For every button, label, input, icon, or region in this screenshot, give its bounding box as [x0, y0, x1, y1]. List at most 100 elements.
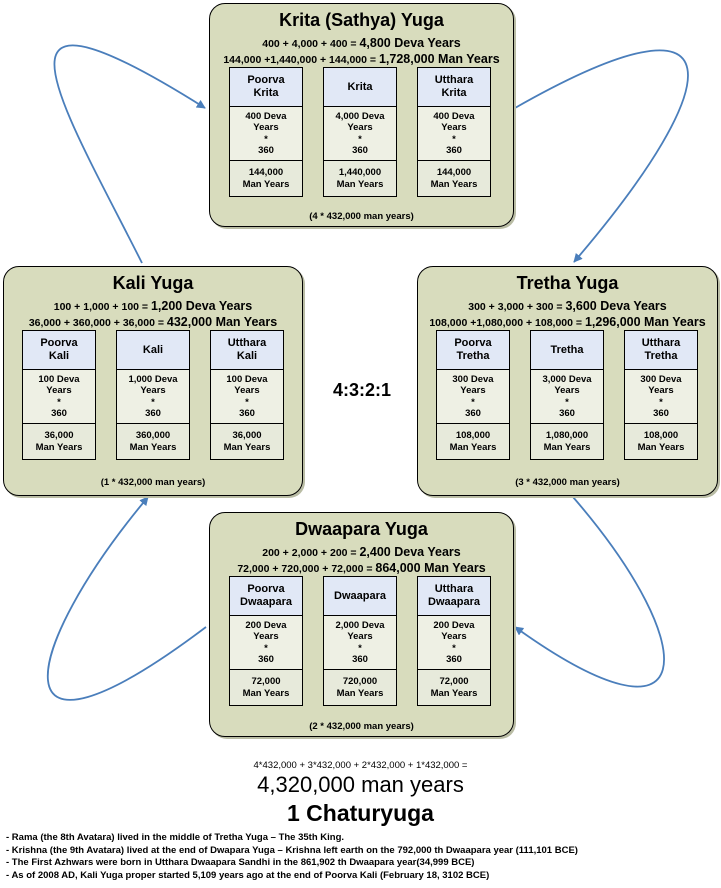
yuga-box-tretha: Tretha Yuga 300 + 3,000 + 300 = 3,600 De…	[417, 266, 718, 496]
sub-period-name: Utthara Krita	[418, 68, 490, 107]
man-total: 432,000 Man Years	[166, 315, 278, 329]
sub-period-deva: 400 Deva Years*360	[230, 107, 302, 161]
man-formula: 144,000 +1,440,000 + 144,000 =	[223, 54, 379, 66]
sub-period-man-years: 144,000 Man Years	[230, 161, 302, 196]
multiply-sign: *	[264, 642, 268, 654]
note-rama: - Rama (the 8th Avatara) lived in the mi…	[6, 832, 345, 843]
deva-formula: 200 + 2,000 + 200 =	[262, 547, 360, 559]
sub-period-man-years: 1,440,000 Man Years	[324, 161, 396, 196]
multiply-sign: *	[471, 396, 475, 408]
sub-period-man-years: 36,000 Man Years	[211, 424, 283, 459]
deva-total: 1,200 Deva Years	[150, 299, 253, 313]
multiply-sign: *	[358, 642, 362, 654]
sub-period-name: Poorva Krita	[230, 68, 302, 107]
deva-years: 300 Deva Years	[452, 373, 494, 397]
man-years-line: 108,000 +1,080,000 + 108,000 = 1,296,000…	[418, 315, 717, 329]
sub-period-deva: 400 Deva Years*360	[418, 107, 490, 161]
deva-years: 100 Deva Years	[226, 373, 268, 397]
multiply-sign: *	[264, 133, 268, 145]
deva-years: 4,000 Deva Years	[335, 110, 385, 134]
yuga-title: Kali Yuga	[112, 273, 194, 293]
sub-period-deva: 300 Deva Years*360	[437, 370, 509, 424]
sub-period-man-years: 108,000 Man Years	[625, 424, 697, 459]
yuga-title: Krita (Sathya) Yuga	[279, 10, 444, 30]
sub-period-deva: 3,000 Deva Years*360	[531, 370, 603, 424]
man-formula: 72,000 + 720,000 + 72,000 =	[237, 563, 376, 575]
deva-years: 300 Deva Years	[640, 373, 682, 397]
sub-period-man-years: 720,000 Man Years	[324, 670, 396, 705]
yuga-box-kali: Kali Yuga 100 + 1,000 + 100 = 1,200 Deva…	[3, 266, 303, 496]
man-formula: 108,000 +1,080,000 + 108,000 =	[429, 317, 585, 329]
note-kali-start: - As of 2008 AD, Kali Yuga proper starte…	[6, 869, 490, 881]
deva-formula: 400 + 4,000 + 400 =	[262, 38, 360, 50]
arrow-kali-to-krita	[53, 44, 206, 264]
multiply-sign: *	[151, 396, 155, 408]
deva-factor: 360	[559, 408, 575, 419]
summary-chaturyuga: 1 Chaturyuga	[287, 800, 434, 826]
multiply-sign: *	[659, 396, 663, 408]
deva-factor: 360	[51, 408, 67, 419]
multiply-sign: *	[57, 396, 61, 408]
deva-factor: 360	[239, 408, 255, 419]
sub-period-deva: 200 Deva Years*360	[418, 616, 490, 670]
deva-factor: 360	[352, 654, 368, 665]
yuga-footer: (1 * 432,000 man years)	[100, 477, 206, 488]
multiply-sign: *	[245, 396, 249, 408]
sub-period-name: Dwaapara	[324, 577, 396, 616]
sub-period-name: Poorva Kali	[23, 331, 95, 370]
sub-period-man-years: 144,000 Man Years	[418, 161, 490, 196]
deva-years: 200 Deva Years	[245, 619, 287, 643]
deva-factor: 360	[446, 145, 462, 156]
man-years-line: 144,000 +1,440,000 + 144,000 = 1,728,000…	[210, 52, 513, 66]
arrow-dwaapara-to-kali	[46, 496, 207, 701]
deva-years: 400 Deva Years	[245, 110, 287, 134]
note-azhwars: - The First Azhwars were born in Utthara…	[6, 857, 475, 868]
deva-formula: 100 + 1,000 + 100 =	[53, 301, 151, 313]
deva-factor: 360	[465, 408, 481, 419]
sub-period-deva: 4,000 Deva Years*360	[324, 107, 396, 161]
sub-period-name: Kali	[117, 331, 189, 370]
deva-years-line: 200 + 2,000 + 200 = 2,400 Deva Years	[210, 545, 513, 559]
yuga-footer: (4 * 432,000 man years)	[309, 211, 414, 222]
man-total: 1,728,000 Man Years	[378, 52, 500, 66]
yuga-box-dwaapara: Dwaapara Yuga 200 + 2,000 + 200 = 2,400 …	[209, 512, 514, 737]
sub-period-man-years: 72,000 Man Years	[230, 670, 302, 705]
sub-period-deva: 1,000 Deva Years*360	[117, 370, 189, 424]
multiply-sign: *	[452, 642, 456, 654]
sub-period-name: Krita	[324, 68, 396, 107]
deva-years: 400 Deva Years	[433, 110, 475, 134]
notes-list: - Rama (the 8th Avatara) lived in the mi…	[6, 832, 721, 882]
sub-period-man-years: 360,000 Man Years	[117, 424, 189, 459]
deva-years-line: 100 + 1,000 + 100 = 1,200 Deva Years	[4, 299, 302, 313]
deva-total: 4,800 Deva Years	[359, 36, 461, 50]
deva-years: 1,000 Deva Years	[128, 373, 178, 397]
deva-total: 3,600 Deva Years	[565, 299, 667, 313]
arrow-krita-to-tretha	[514, 49, 689, 263]
sub-period-deva: 100 Deva Years*360	[23, 370, 95, 424]
deva-years-line: 300 + 3,000 + 300 = 3,600 Deva Years	[418, 299, 717, 313]
deva-years: 100 Deva Years	[38, 373, 80, 397]
sub-period-name: Poorva Tretha	[437, 331, 509, 370]
deva-factor: 360	[145, 408, 161, 419]
yuga-title: Tretha Yuga	[516, 273, 619, 293]
yuga-box-krita: Krita (Sathya) Yuga 400 + 4,000 + 400 = …	[209, 3, 514, 227]
sub-period-name: Utthara Dwaapara	[418, 577, 490, 616]
yuga-footer: (2 * 432,000 man years)	[309, 721, 414, 732]
sub-period-name: Tretha	[531, 331, 603, 370]
man-formula: 36,000 + 360,000 + 36,000 =	[28, 317, 167, 329]
deva-years: 3,000 Deva Years	[542, 373, 592, 397]
summary-formula: 4*432,000 + 3*432,000 + 2*432,000 + 1*43…	[253, 760, 468, 771]
multiply-sign: *	[452, 133, 456, 145]
sub-period-deva: 200 Deva Years*360	[230, 616, 302, 670]
